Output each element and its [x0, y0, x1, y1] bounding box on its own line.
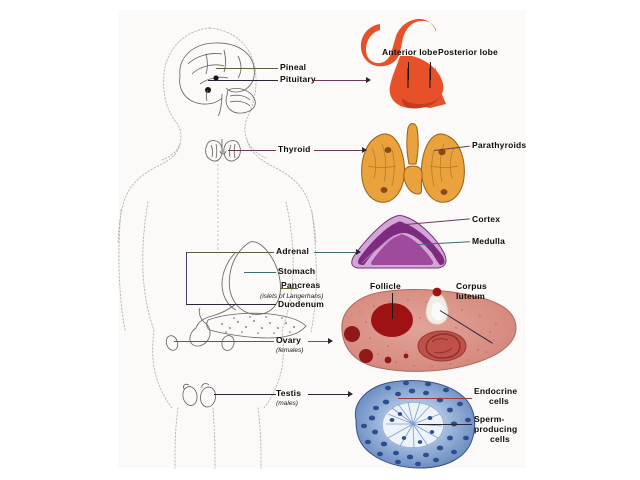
arrow-ovary	[328, 338, 333, 344]
label-sperm-cells-line1: Sperm-	[474, 414, 505, 424]
arrow-testis	[348, 391, 353, 397]
label-endocrine-cells-line1: Endocrine	[474, 386, 518, 396]
testis-section-illustration	[354, 380, 476, 469]
label-pituitary: Pituitary	[280, 74, 316, 84]
brain-illustration	[179, 42, 256, 117]
label-thyroid: Thyroid	[278, 144, 311, 154]
label-sperm-cells-line2: producing	[474, 424, 518, 434]
label-anterior-lobe: Anterior lobe	[382, 47, 438, 57]
leader-stomach	[244, 272, 276, 273]
label-adrenal: Adrenal	[276, 246, 310, 256]
ovaries-body-illustration	[165, 335, 235, 351]
leader-thyroid-gland	[314, 150, 362, 151]
tick-anterior-lobe	[408, 62, 409, 80]
adrenal-gland-illustration	[351, 215, 447, 269]
label-sperm-cells-line3: cells	[490, 434, 510, 444]
leader-ovary-body	[174, 341, 274, 342]
pituitary-gland-illustration	[360, 18, 446, 109]
ovary-section-illustration	[341, 287, 517, 372]
leader-adrenal-gland	[314, 252, 356, 253]
leader-testis-section	[308, 394, 348, 395]
label-posterior-lobe: Posterior lobe	[438, 47, 498, 57]
leader-sperm-cells	[418, 424, 472, 425]
label-ovary-sub: (females)	[276, 347, 304, 354]
thyroid-body-illustration	[205, 138, 241, 162]
label-testis: Testis	[276, 388, 302, 398]
stomach-pancreas-illustration	[189, 241, 307, 347]
label-follicle: Follicle	[370, 281, 401, 291]
label-endocrine-cells-line2: cells	[489, 396, 509, 406]
leader-duodenum	[186, 304, 276, 305]
label-medulla: Medulla	[472, 236, 506, 246]
figure-canvas: Pineal Pituitary Anterior lobe Posterior…	[117, 10, 527, 469]
label-duodenum: Duodenum	[278, 299, 324, 309]
label-cortex: Cortex	[472, 214, 501, 224]
label-corpus-luteum-line1: Corpus	[456, 281, 487, 291]
leader-endocrine-cells	[398, 398, 472, 399]
arrow-pituitary	[366, 77, 371, 83]
arrow-adrenal	[356, 249, 361, 255]
leader-thyroid-body	[228, 150, 276, 151]
leader-pancreas	[280, 288, 298, 289]
label-pancreas: Pancreas	[281, 280, 321, 290]
leader-ovary-section	[308, 341, 328, 342]
label-corpus-luteum-line2: luteum	[456, 291, 486, 301]
body-outline-illustration	[117, 27, 317, 469]
tick-posterior-lobe	[430, 62, 431, 80]
arrow-thyroid	[362, 147, 367, 153]
label-parathyroids: Parathyroids	[472, 140, 527, 150]
leader-adrenal-body	[186, 252, 274, 253]
thyroid-gland-illustration	[361, 123, 465, 203]
label-islets: (islets of Langerhans)	[260, 293, 324, 300]
label-testis-sub: (males)	[276, 400, 298, 407]
leader-pineal	[216, 68, 278, 69]
leader-testis-body	[214, 394, 276, 395]
label-pineal: Pineal	[280, 62, 307, 72]
tick-follicle	[392, 293, 393, 319]
label-ovary: Ovary	[276, 335, 302, 345]
leader-pituitary-body	[208, 80, 278, 81]
leader-adrenal-vert	[186, 252, 187, 304]
label-stomach: Stomach	[278, 266, 316, 276]
leader-pituitary-gland	[314, 80, 366, 81]
testes-body-illustration	[182, 383, 216, 408]
